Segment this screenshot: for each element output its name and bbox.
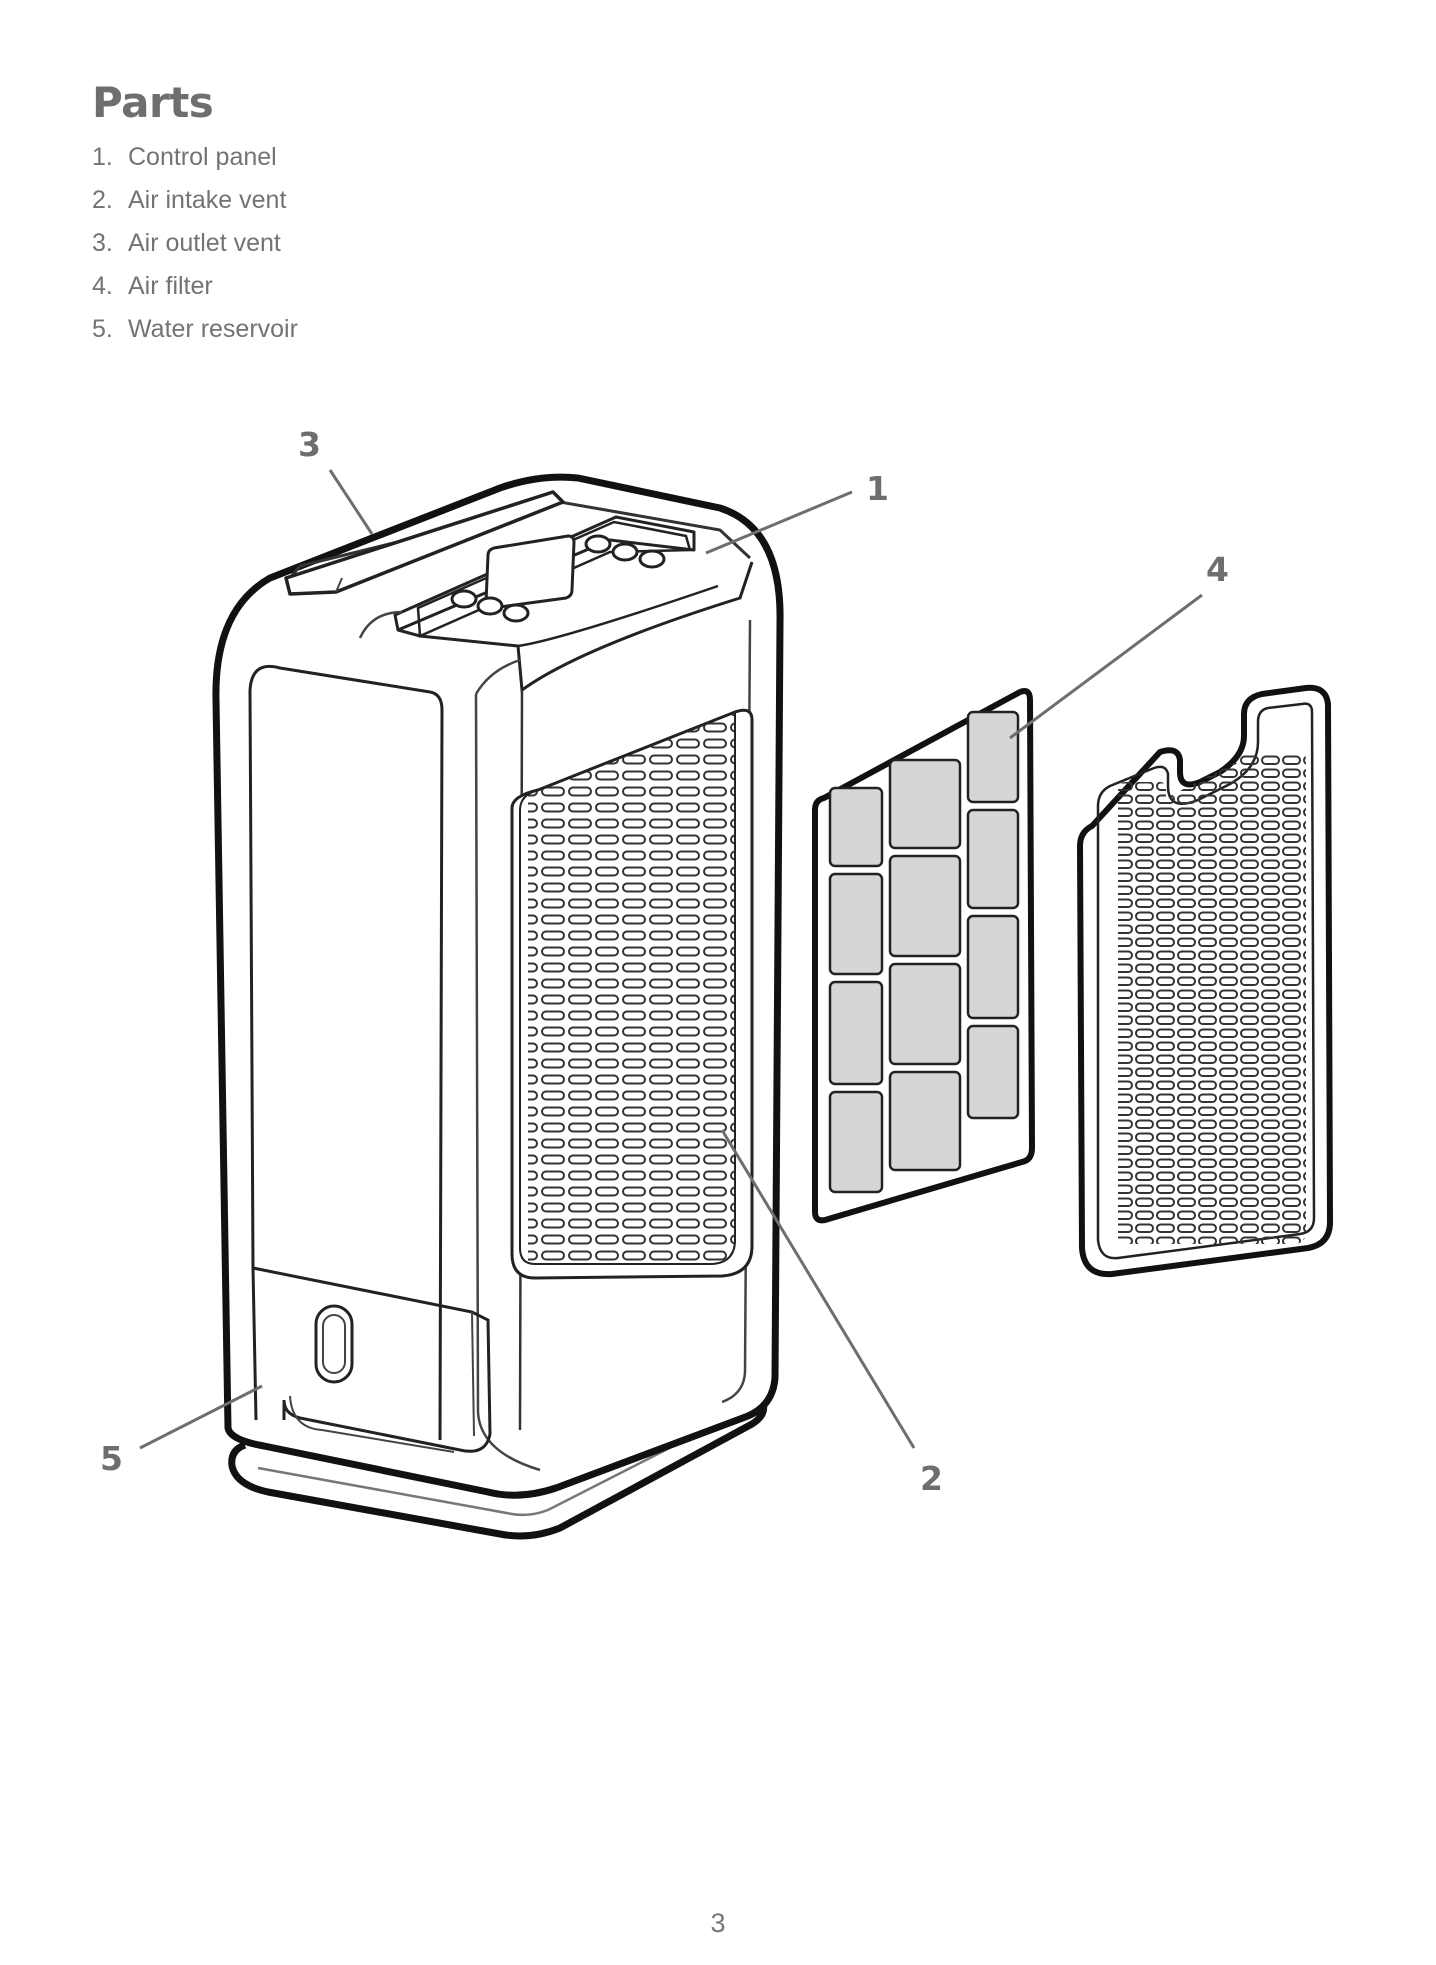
- air-intake-vent: [512, 700, 752, 1278]
- panel-button: [452, 591, 476, 607]
- filter-cell: [968, 916, 1018, 1018]
- leader-line-4: [1010, 595, 1202, 738]
- leader-line-3: [330, 470, 372, 534]
- filter-cell: [830, 1092, 882, 1192]
- filter-cell: [830, 982, 882, 1084]
- filter-cell: [968, 1026, 1018, 1118]
- filter-cover: [1080, 688, 1330, 1274]
- air-filter: [815, 691, 1032, 1220]
- callout-4: 4: [1206, 550, 1229, 589]
- filter-cell: [968, 810, 1018, 908]
- callout-5: 5: [100, 1439, 123, 1478]
- panel-button: [613, 544, 637, 560]
- filter-cell: [890, 964, 960, 1064]
- panel-button: [504, 605, 528, 621]
- filter-cell: [830, 874, 882, 974]
- filter-cell: [890, 760, 960, 848]
- water-level-window: [316, 1306, 352, 1382]
- display-screen: [486, 536, 574, 608]
- panel-button: [478, 598, 502, 614]
- callout-1: 1: [866, 469, 889, 508]
- dehumidifier-unit: [216, 477, 780, 1536]
- panel-button: [586, 536, 610, 552]
- filter-cell: [830, 788, 882, 866]
- callout-3: 3: [298, 425, 321, 464]
- panel-button: [640, 551, 664, 567]
- callout-2: 2: [920, 1459, 943, 1498]
- filter-cell: [968, 712, 1018, 802]
- page-number: 3: [0, 1908, 1436, 1939]
- filter-cell: [890, 856, 960, 956]
- filter-cell: [890, 1072, 960, 1170]
